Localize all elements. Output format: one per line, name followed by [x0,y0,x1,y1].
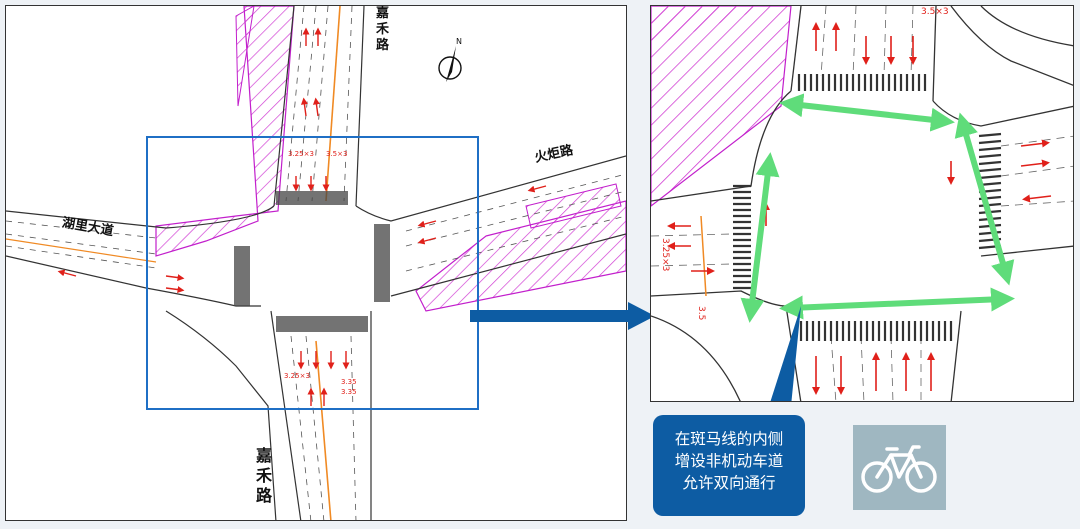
median-south [315,340,332,520]
hatch-zone-north [235,6,255,107]
lane-width-label: 3.5×3 [921,7,949,17]
hatch-zone-east2 [525,183,622,229]
lane-width-label: 3.5 [696,306,706,320]
hatch-zone-east [415,200,626,312]
bike-lane-arrow-north [779,93,955,132]
callout-line: 允许双向通行 [682,474,776,492]
lane-width-label: 3.5×3 [326,150,347,158]
median-north [325,6,341,202]
hatch-zone-corner [651,6,771,46]
detail-drawing: 3.5×3 3.25×3 3.5 [651,6,1073,401]
overview-plan: N 3.25×3 3.5×3 3.25×3 3.35 3.35 嘉禾路 火炬路 … [5,5,627,521]
road-label-jiahe-south: 嘉禾路 [256,446,273,505]
callout-pointer [770,306,801,401]
callout-line: 增设非机动车道 [674,452,784,470]
callout-box: 在斑马线的内侧 增设非机动车道 允许双向通行 [653,415,805,516]
north-arrow-icon: N [438,37,462,82]
lane-width-label: 3.25×3 [288,150,314,158]
svg-text:N: N [456,37,462,46]
road-edges [6,6,626,520]
bike-lane-arrow-east [954,112,1015,286]
lane-arrows-detail [667,22,1052,395]
connector-arrow [470,302,655,330]
crosswalks-overview [234,191,390,332]
median-west [6,238,157,263]
lane-lines-detail [651,6,1073,401]
lane-width-label: 3.35 [341,378,357,386]
bike-lane-arrow-west [740,152,780,323]
bicycle-tile [853,425,946,510]
bike-lane-arrow-south [779,287,1015,320]
callout-line: 在斑马线的内侧 [674,430,784,448]
road-label-jiahe-north: 嘉禾路 [376,6,390,53]
overview-drawing: N 3.25×3 3.5×3 3.25×3 3.35 3.35 [6,6,626,520]
lane-arrows-overview [57,27,547,406]
lane-width-label: 3.25×3 [284,372,310,380]
lane-width-label: 3.25×3 [660,238,670,271]
bike-lane-arrows [740,93,1015,323]
bicycle-icon [861,445,937,493]
median-detail [700,215,707,297]
highlight-box [146,136,479,410]
hatch-zone-nw [155,6,295,257]
detail-plan: 3.5×3 3.25×3 3.5 [650,5,1074,402]
lane-width-label: 3.35 [341,388,357,396]
